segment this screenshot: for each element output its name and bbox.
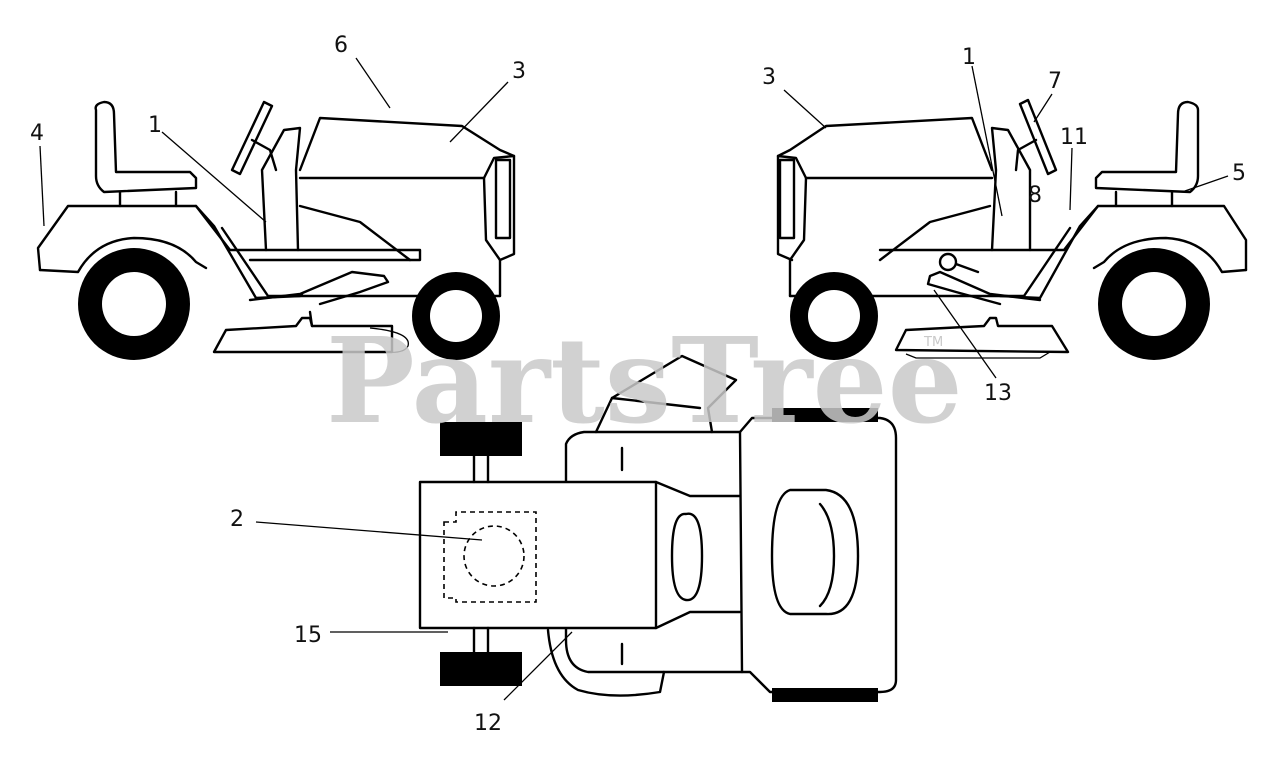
callout-7-right: 7 <box>1048 69 1062 94</box>
callout-3-right: 3 <box>762 65 776 90</box>
callout-1-right: 1 <box>962 45 976 70</box>
callout-5-right: 5 <box>1232 161 1246 186</box>
partstree-watermark: PartsTree TM <box>326 311 963 450</box>
watermark-text: PartsTree <box>326 311 963 450</box>
callout-13-right: 13 <box>984 381 1012 406</box>
tractor-left-side-view <box>36 100 516 360</box>
watermark-trademark: TM <box>923 335 943 350</box>
callout-1-left: 1 <box>148 113 162 138</box>
callout-4-left: 4 <box>30 121 44 146</box>
callout-2-top: 2 <box>230 507 244 532</box>
callout-labels: 6 3 4 1 3 1 7 11 5 8 13 2 15 12 <box>30 33 1246 736</box>
tractor-top-view <box>418 354 898 702</box>
callout-15-top: 15 <box>294 623 322 648</box>
callout-12-top: 12 <box>474 711 502 736</box>
tractor-right-side-view <box>776 98 1248 360</box>
callout-3-left: 3 <box>512 59 526 84</box>
callout-11-right: 11 <box>1060 125 1088 150</box>
callout-8-right: 8 <box>1028 183 1042 208</box>
leader-lines <box>39 57 1229 701</box>
callout-6-left: 6 <box>334 33 348 58</box>
